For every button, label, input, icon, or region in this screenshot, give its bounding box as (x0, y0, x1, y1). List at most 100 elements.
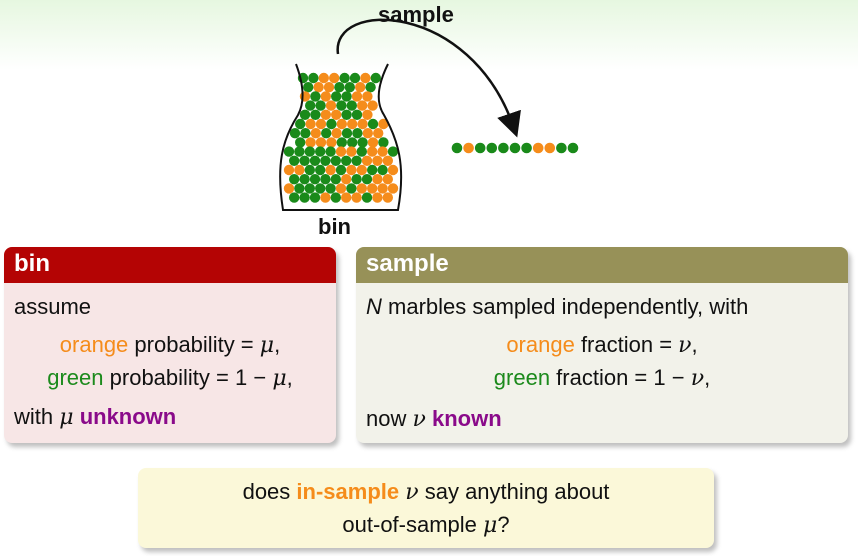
bin-marble (305, 118, 316, 130)
bin-marble (335, 146, 347, 157)
bin-block-title: bin (4, 247, 336, 283)
green-probability-line: green probability = 1 − μ, (47, 365, 293, 391)
bin-marble (357, 118, 368, 130)
bin-marble (351, 91, 363, 102)
bin-marble (372, 174, 383, 185)
orange-probability-line: orange probability = μ, (59, 332, 281, 358)
bin-marble (372, 192, 383, 203)
bin-marble (372, 155, 383, 166)
assume-text: assume (14, 294, 92, 319)
sample-label: sample (378, 2, 454, 27)
bin-marble (320, 174, 331, 185)
question-box: does in-sample ν say anything about out-… (138, 468, 714, 548)
bin-marble (370, 72, 381, 84)
bin-marble (378, 137, 389, 148)
bin-sampling-diagram (279, 18, 579, 211)
bin-marble (357, 137, 368, 148)
bin-marble (346, 100, 357, 111)
bin-marble (351, 109, 363, 121)
bin-marble (352, 128, 363, 139)
bin-marble (346, 146, 357, 157)
bin-marble (341, 174, 352, 185)
bin-marble (331, 109, 342, 121)
bin-marble (344, 82, 355, 93)
bin-marble (378, 118, 389, 130)
bin-marble (341, 91, 352, 102)
bin-marble (341, 128, 353, 139)
bin-marble (310, 91, 321, 102)
bin-marble (387, 146, 399, 157)
bin-marble (283, 183, 295, 194)
bin-marble (361, 155, 373, 166)
bin-marble (294, 183, 305, 194)
bin-marble (377, 183, 388, 194)
bin-marble (335, 183, 347, 194)
bin-marble (382, 155, 393, 166)
bin-marble (346, 164, 357, 176)
sample-marble-green (486, 142, 498, 154)
sample-marble-orange (544, 142, 556, 154)
sample-marble-orange (532, 142, 544, 154)
bin-marble (330, 155, 341, 166)
bin-marble (321, 128, 332, 139)
sample-marble-green (521, 142, 532, 154)
bin-marbles (283, 72, 399, 203)
bin-marble (304, 146, 315, 157)
bin-marble (362, 109, 373, 121)
sample-marble-orange (463, 142, 474, 154)
bin-marble (323, 82, 335, 93)
bin-marble (341, 192, 352, 203)
bin-marble (308, 72, 319, 84)
bin-marble (315, 183, 326, 194)
orange-fraction-line: orange fraction = ν, (506, 332, 698, 358)
bin-marble (330, 192, 341, 203)
sample-block: sample N marbles sampled independently, … (356, 247, 848, 443)
bin-marble (320, 109, 331, 121)
bin-marble (310, 109, 321, 121)
bin-marble (315, 100, 326, 111)
sample-marble-green (474, 142, 486, 154)
bin-marble (334, 82, 345, 93)
bin-marble (295, 118, 306, 130)
bin-marble (283, 146, 295, 157)
bin-marble (367, 164, 378, 176)
bin-marble (325, 146, 336, 157)
bin-marble (295, 137, 306, 148)
bin-marble (382, 192, 393, 203)
bin-label: bin (318, 214, 351, 239)
bin-marble (325, 183, 336, 194)
bin-marble (309, 192, 321, 203)
bin-marble (346, 183, 357, 194)
bin-marble (351, 155, 362, 166)
sample-marble-green (451, 142, 463, 154)
question-line-2: out-of-sample μ? (342, 512, 510, 538)
bin-marble (299, 155, 310, 166)
bin-marble (365, 82, 376, 93)
bin-marble (299, 174, 310, 185)
bin-marble (373, 128, 384, 139)
bin-marble (367, 183, 378, 194)
bin-marble (362, 128, 373, 139)
bin-marble (336, 118, 347, 130)
bin-marble (341, 155, 352, 166)
bin-marble (318, 72, 329, 84)
bin-marble (355, 82, 366, 93)
bin-marble (335, 164, 347, 176)
bin-marble (387, 164, 399, 176)
bin-marble (349, 72, 361, 84)
bin-marble (304, 164, 315, 176)
bin-marble (326, 137, 337, 148)
bin-marble (315, 118, 327, 130)
bin-marble (289, 155, 300, 166)
bin-marble (331, 128, 342, 139)
bin-marble (325, 100, 337, 111)
bin-marble (299, 109, 311, 121)
bin-marble (315, 164, 326, 176)
bin-marble (356, 183, 367, 194)
bin-marble (367, 137, 379, 148)
green-word: green (47, 365, 104, 390)
in-sample-highlight: in-sample (296, 479, 400, 504)
bin-marble (294, 146, 305, 157)
bin-marble (310, 128, 321, 139)
bin-marble (336, 100, 347, 111)
